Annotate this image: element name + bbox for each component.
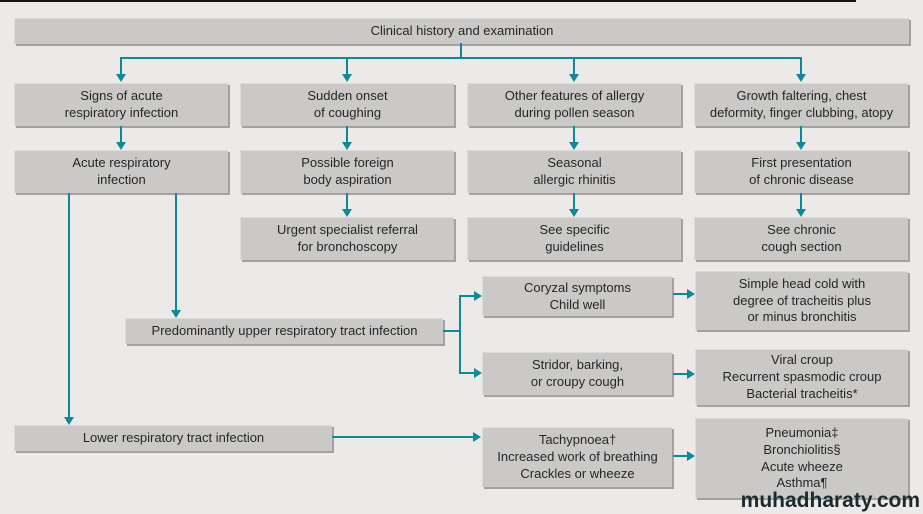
node-growth-faltering: Growth faltering, chest deformity, finge…: [694, 83, 908, 126]
connector-upper-to-stridor: [460, 372, 474, 374]
connector-upper-split: [459, 295, 461, 374]
top-border-line: [0, 0, 856, 2]
node-urgent-specialist-referral: Urgent specialist referral for bronchosc…: [240, 217, 454, 260]
connector-root-stem: [460, 43, 462, 58]
arrowhead-chronic-to-section: [796, 209, 806, 217]
node-see-chronic-cough-section: See chronic cough section: [694, 217, 908, 260]
arrowhead-allergy-to-rhinitis: [569, 142, 579, 150]
node-acute-respiratory-infection: Acute respiratory infection: [14, 150, 228, 193]
arrowhead-sudden-to-foreign: [342, 142, 352, 150]
node-viral-croup: Viral croup Recurrent spasmodic croup Ba…: [695, 349, 908, 405]
arrowhead-acute-to-lower: [64, 417, 74, 425]
connector-upper-stem: [443, 330, 461, 332]
connector-root-to-signs: [120, 57, 122, 74]
connector-chronic-to-section: [800, 193, 802, 209]
node-lower-respiratory-tract-infection: Lower respiratory tract infection: [14, 425, 332, 451]
connector-coryzal-to-headcold: [673, 293, 687, 295]
arrowhead-root-to-allergy: [569, 74, 579, 82]
connector-rhinitis-to-guidelines: [573, 193, 575, 209]
node-simple-head-cold: Simple head cold with degree of tracheit…: [695, 271, 908, 330]
arrowhead-upper-to-coryzal: [474, 291, 482, 301]
connector-root-to-allergy: [573, 57, 575, 74]
node-allergy-pollen-season: Other features of allergy during pollen …: [467, 83, 681, 126]
connector-allergy-to-rhinitis: [573, 126, 575, 142]
connector-tachypnoea-to-pneumonia: [673, 455, 687, 457]
arrowhead-upper-to-stridor: [474, 368, 482, 378]
arrowhead-rhinitis-to-guidelines: [569, 209, 579, 217]
arrowhead-tachypnoea-to-pneumonia: [687, 451, 695, 461]
node-pneumonia-bronchiolitis: Pneumonia‡ Bronchiolitis§ Acute wheeze A…: [695, 418, 908, 498]
connector-signs-to-acute: [120, 126, 122, 142]
connector-acute-to-upper: [175, 193, 177, 310]
connector-foreign-to-bronchoscopy: [346, 193, 348, 209]
node-seasonal-allergic-rhinitis: Seasonal allergic rhinitis: [467, 150, 681, 193]
node-stridor-barking-cough: Stridor, barking, or croupy cough: [482, 352, 672, 395]
connector-lower-to-tachypnoea: [332, 436, 473, 438]
arrowhead-root-to-growth: [796, 74, 806, 82]
node-upper-respiratory-tract-infection: Predominantly upper respiratory tract in…: [125, 318, 443, 344]
node-coryzal-symptoms: Coryzal symptoms Child well: [482, 276, 672, 316]
node-signs-acute-respiratory: Signs of acute respiratory infection: [14, 83, 228, 126]
connector-sudden-to-foreign: [346, 126, 348, 142]
connector-upper-to-coryzal: [460, 295, 474, 297]
connector-root-to-growth: [800, 57, 802, 74]
arrowhead-foreign-to-bronchoscopy: [342, 209, 352, 217]
connector-stridor-to-croup: [673, 373, 687, 375]
connector-acute-to-lower: [68, 193, 70, 417]
connector-growth-to-chronic: [800, 126, 802, 142]
node-see-specific-guidelines: See specific guidelines: [467, 217, 681, 260]
arrowhead-coryzal-to-headcold: [687, 289, 695, 299]
node-sudden-onset-coughing: Sudden onset of coughing: [240, 83, 454, 126]
watermark: muhadharaty.com: [740, 489, 920, 512]
node-first-presentation-chronic: First presentation of chronic disease: [694, 150, 908, 193]
connector-root-to-sudden: [346, 57, 348, 74]
arrowhead-acute-to-upper: [171, 310, 181, 318]
arrowhead-stridor-to-croup: [687, 369, 695, 379]
arrowhead-growth-to-chronic: [796, 142, 806, 150]
node-possible-foreign-body: Possible foreign body aspiration: [240, 150, 454, 193]
connector-root-crossbar: [120, 57, 802, 59]
arrowhead-signs-to-acute: [116, 142, 126, 150]
node-tachypnoea-breathing: Tachypnoea† Increased work of breathing …: [482, 427, 672, 487]
arrowhead-root-to-signs: [116, 74, 126, 82]
arrowhead-lower-to-tachypnoea: [473, 432, 481, 442]
arrowhead-root-to-sudden: [342, 74, 352, 82]
node-clinical-history: Clinical history and examination: [14, 18, 909, 44]
